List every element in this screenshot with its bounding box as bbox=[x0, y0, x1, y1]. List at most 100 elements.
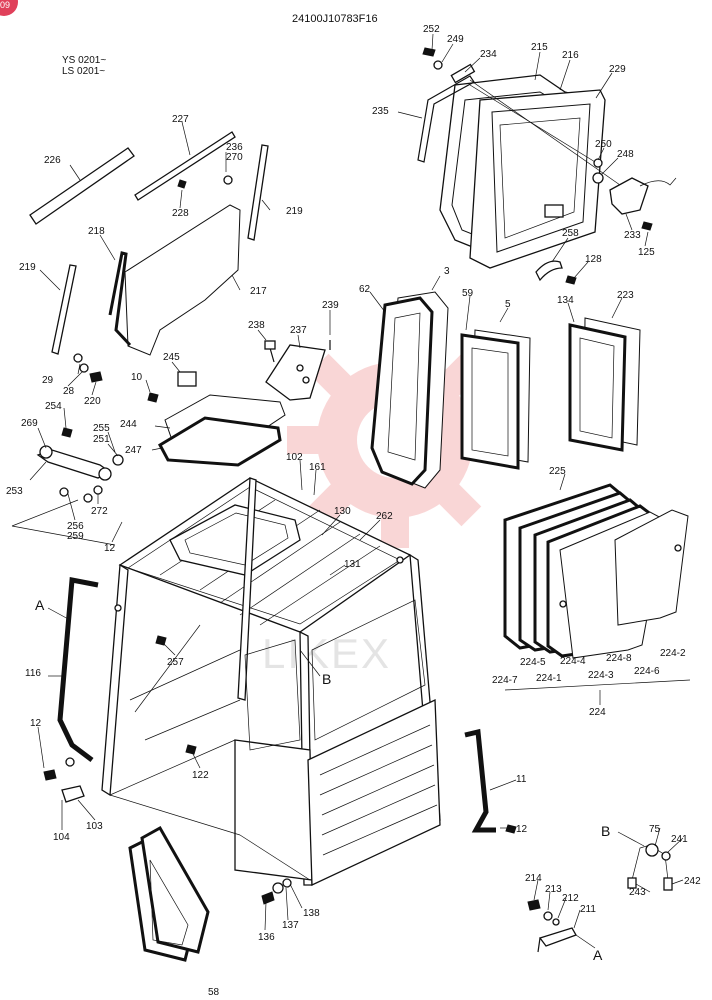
detail-b-harness bbox=[627, 843, 673, 891]
callout-75: 75 bbox=[649, 824, 661, 835]
callout-10: 10 bbox=[131, 372, 143, 383]
callout-224-5: 224-5 bbox=[520, 657, 546, 668]
serial-ys: YS 0201~ bbox=[62, 55, 106, 66]
callout-219-upper: 219 bbox=[286, 206, 303, 217]
callout-62: 62 bbox=[359, 284, 371, 295]
callout-254: 254 bbox=[45, 401, 62, 412]
callout-217: 217 bbox=[250, 286, 267, 297]
callout-29: 29 bbox=[42, 375, 54, 386]
callout-270: 270 bbox=[226, 152, 243, 163]
callout-259: 259 bbox=[67, 531, 84, 542]
callout-12-left: 12 bbox=[30, 718, 42, 729]
callout-242: 242 bbox=[684, 876, 701, 887]
callout-5: 5 bbox=[505, 299, 511, 310]
callout-b-lower: B bbox=[601, 823, 610, 839]
corner-badge-text: 09 bbox=[0, 0, 10, 10]
callout-227: 227 bbox=[172, 114, 189, 125]
callout-219-lower: 219 bbox=[19, 262, 36, 273]
watermark-text: LIKEX bbox=[262, 630, 391, 677]
callout-226: 226 bbox=[44, 155, 61, 166]
callout-138: 138 bbox=[303, 908, 320, 919]
callout-28: 28 bbox=[63, 386, 75, 397]
callout-235: 235 bbox=[372, 106, 389, 117]
serial-ls: LS 0201~ bbox=[62, 66, 105, 77]
callout-224-4: 224-4 bbox=[560, 656, 586, 667]
callout-218: 218 bbox=[88, 226, 105, 237]
lower-window-frame bbox=[128, 825, 292, 962]
wiper-motor bbox=[609, 177, 649, 215]
callout-131: 131 bbox=[344, 559, 361, 570]
callout-212: 212 bbox=[562, 893, 579, 904]
callout-216: 216 bbox=[562, 50, 579, 61]
callout-59: 59 bbox=[462, 288, 474, 299]
callout-136: 136 bbox=[258, 932, 275, 943]
callout-249: 249 bbox=[447, 34, 464, 45]
callout-211: 211 bbox=[580, 904, 596, 915]
callout-labels: 252 249 234 215 216 229 235 250 248 233 … bbox=[6, 24, 701, 963]
callout-257: 257 bbox=[167, 657, 184, 668]
callout-272: 272 bbox=[91, 506, 108, 517]
callout-245: 245 bbox=[163, 352, 180, 363]
leader-lines bbox=[29, 33, 684, 949]
callout-262: 262 bbox=[376, 511, 393, 522]
callout-238: 238 bbox=[248, 320, 265, 331]
callout-224-8: 224-8 bbox=[606, 653, 632, 664]
callout-243: 243 bbox=[629, 887, 646, 898]
callout-3: 3 bbox=[444, 266, 450, 277]
callout-224-3: 224-3 bbox=[588, 670, 614, 681]
left-upper-parts bbox=[29, 131, 269, 383]
callout-229: 229 bbox=[609, 64, 626, 75]
rear-window-assembly bbox=[417, 47, 677, 285]
callout-269: 269 bbox=[21, 418, 38, 429]
callout-102: 102 bbox=[286, 452, 303, 463]
callout-161: 161 bbox=[309, 462, 326, 473]
callout-251: 251 bbox=[93, 434, 110, 445]
callout-213: 213 bbox=[545, 884, 562, 895]
side-window-frames bbox=[370, 291, 641, 489]
roof-hatch bbox=[147, 340, 331, 467]
callout-256: 256 bbox=[67, 521, 84, 532]
callout-214: 214 bbox=[525, 873, 542, 884]
callout-116: 116 bbox=[25, 668, 41, 679]
detail-a-handle bbox=[527, 899, 577, 953]
callout-122: 122 bbox=[192, 770, 209, 781]
callout-255: 255 bbox=[93, 423, 110, 434]
callout-104: 104 bbox=[53, 832, 70, 843]
callout-253: 253 bbox=[6, 486, 23, 497]
callout-225: 225 bbox=[549, 466, 566, 477]
callout-125: 125 bbox=[638, 247, 655, 258]
part-number: 24100J10783F16 bbox=[292, 13, 378, 25]
callout-103: 103 bbox=[86, 821, 103, 832]
callout-223: 223 bbox=[617, 290, 634, 301]
callout-224-1: 224-1 bbox=[536, 673, 562, 684]
callout-11: 11 bbox=[516, 774, 527, 785]
callout-224-7: 224-7 bbox=[492, 675, 518, 686]
sliding-window-stack bbox=[503, 483, 691, 705]
callout-258: 258 bbox=[562, 228, 579, 239]
callout-224-6: 224-6 bbox=[634, 666, 660, 677]
callout-237: 237 bbox=[290, 325, 307, 336]
callout-241: 241 bbox=[671, 834, 688, 845]
rear-latch bbox=[544, 204, 564, 218]
callout-a-upper: A bbox=[35, 597, 45, 613]
corner-badge: 09 bbox=[0, 0, 18, 16]
callout-137: 137 bbox=[282, 920, 299, 931]
callout-233: 233 bbox=[624, 230, 641, 241]
callout-12-upper: 12 bbox=[104, 543, 116, 554]
callout-234: 234 bbox=[480, 49, 497, 60]
callout-252: 252 bbox=[423, 24, 440, 35]
callout-130: 130 bbox=[334, 506, 351, 517]
callout-12-right: 12 bbox=[516, 824, 528, 835]
callout-134: 134 bbox=[557, 295, 574, 306]
bottom-left-hardware bbox=[43, 635, 517, 834]
callout-b-upper: B bbox=[322, 671, 331, 687]
callout-247: 247 bbox=[125, 445, 142, 456]
callout-215: 215 bbox=[531, 42, 548, 53]
page-number: 58 bbox=[208, 987, 220, 998]
cab-frame bbox=[57, 477, 496, 887]
callout-228: 228 bbox=[172, 208, 189, 219]
callout-220: 220 bbox=[84, 396, 101, 407]
callout-239: 239 bbox=[322, 300, 339, 311]
callout-236: 236 bbox=[226, 142, 243, 153]
